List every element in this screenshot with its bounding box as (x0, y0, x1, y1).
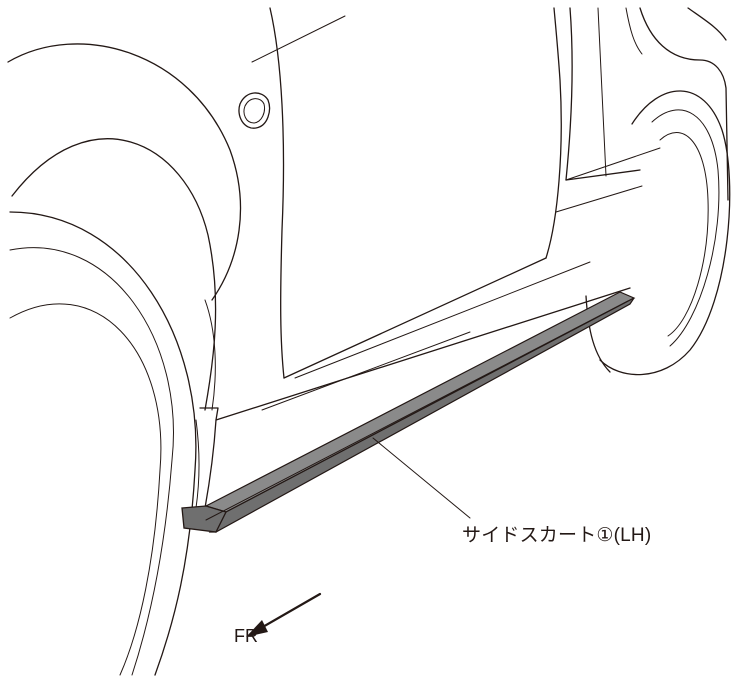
rear-fender-flare (625, 7, 643, 55)
front-door-belt-line (251, 15, 346, 63)
arrow-down-left-icon (246, 592, 322, 637)
rear-tire-sidewall (651, 109, 720, 347)
body-crease-lower (261, 331, 471, 411)
rear-door-front-edge (565, 7, 573, 181)
rear-pillar-line (597, 7, 607, 177)
front-fender-trim (195, 419, 200, 509)
front-door-front-edge (269, 7, 285, 379)
front-door-lower-edge (283, 257, 547, 379)
front-door-rear-edge (545, 7, 562, 259)
front-fender-lip (204, 299, 216, 411)
front-tire-outer (9, 211, 197, 676)
side-skirt-end-cap (181, 505, 227, 533)
side-skirt-top-face (204, 291, 636, 513)
door-handle-inner (243, 98, 265, 124)
rocker-panel-top (215, 287, 631, 421)
rear-tire-lower-arc (585, 295, 611, 373)
rear-door-belt (565, 147, 661, 181)
front-fender-inner-arch (11, 138, 217, 411)
direction-label: FR (234, 626, 258, 646)
front-tire-inner-1 (9, 247, 174, 676)
rear-wheel-arch (639, 7, 729, 201)
front-lower-fender (199, 407, 219, 509)
rear-tire-rim (659, 132, 709, 337)
rear-fender-edge (687, 7, 727, 41)
side-skirt-front-face (208, 297, 635, 533)
side-skirt-highlight-line (205, 300, 629, 521)
front-fender-outer-arch (7, 43, 242, 301)
rear-tire-outer (599, 90, 731, 376)
part-name-label: サイドスカート①(LH) (462, 525, 652, 546)
rear-door-lower (565, 169, 641, 181)
front-tire-inner-2 (9, 303, 162, 676)
door-handle-cover (238, 92, 271, 129)
body-crease-upper (294, 261, 591, 379)
part-leader-line (372, 437, 471, 519)
rear-body-crease (555, 185, 643, 213)
